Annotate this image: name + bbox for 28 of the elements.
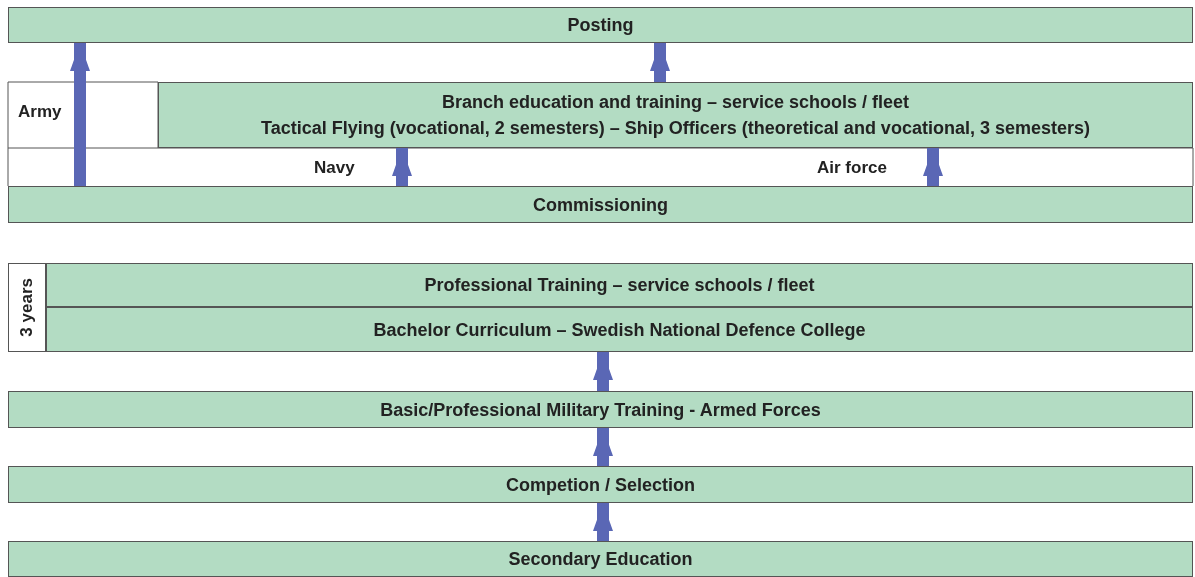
stage-band [8,391,1193,428]
arrow [593,503,613,541]
arrow [593,352,613,391]
stage-band [8,7,1193,43]
stage-label: Professional Training – service schools / fleet [424,274,815,297]
stage-label: Bachelor Curriculum – Swedish National Defence College [373,318,866,342]
stage-band [8,186,1193,223]
stage-band [8,541,1193,577]
stage-label: Commissioning [533,193,668,217]
stage-label: Branch education and training – service schools / fleet [441,91,910,114]
stage-label: Tactical Flying (vocational, 2 semesters) – Ship Officers (theoretical and vocational, 3 semesters) [261,117,1090,140]
stage-band [46,307,1193,352]
edge-label: Navy [312,158,357,178]
stage-label: Posting [567,14,634,37]
stage-band [158,82,1193,148]
stage-label: Secondary Education [508,548,693,571]
duration-cell [8,263,46,352]
arrow [923,148,943,186]
arrow [650,43,670,82]
edge-label: Army [16,102,64,122]
arrow [70,43,90,186]
stage-band [46,263,1193,307]
arrow [593,428,613,466]
stage-label: Basic/Professional Military Training - Armed Forces [380,398,821,422]
stage-band [8,466,1193,503]
duration-label: 3 years [16,278,37,337]
stage-label: Competion / Selection [506,473,695,497]
arrow [392,148,412,186]
